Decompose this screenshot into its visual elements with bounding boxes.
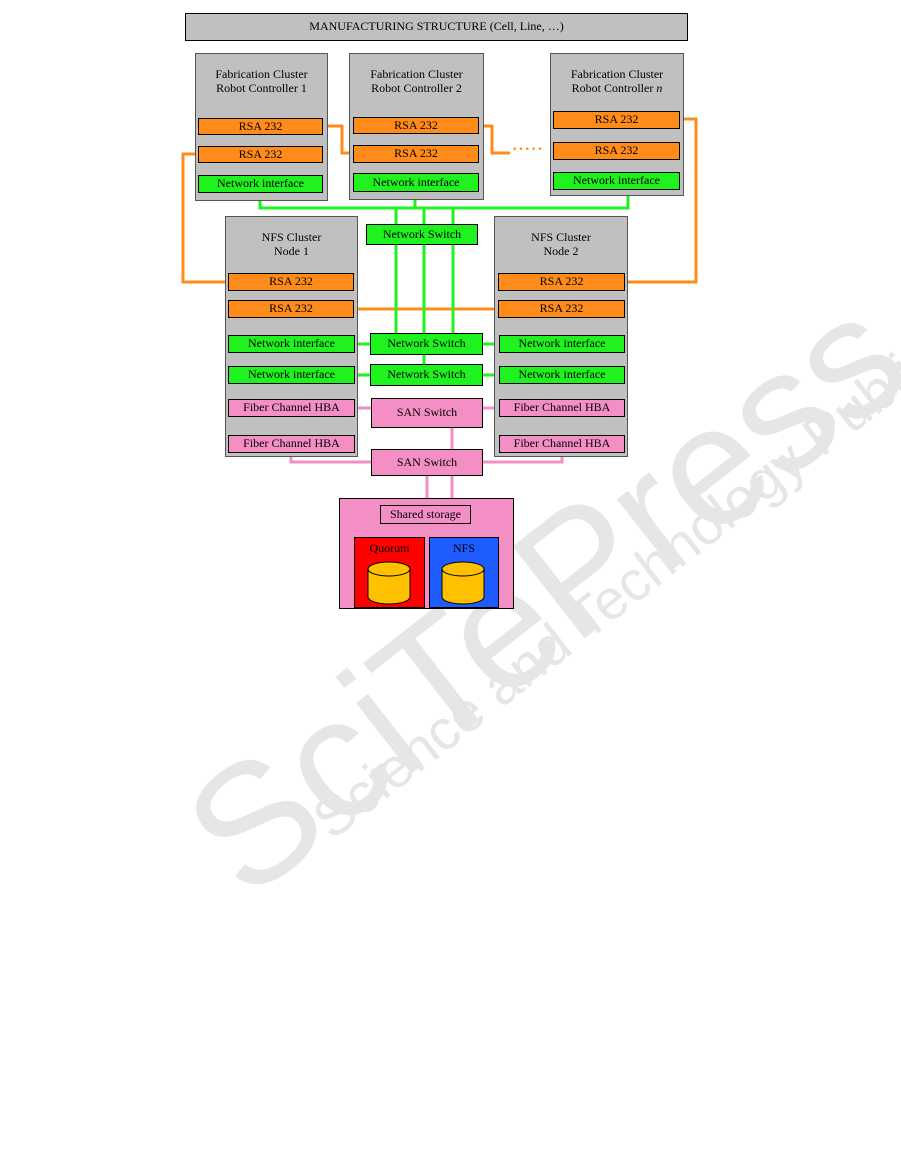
controller-ellipsis: ····· <box>512 141 544 158</box>
nfs2-fiber-channel-hba-1: Fiber Channel HBA <box>499 399 625 417</box>
controller-n-title-line1: Fabrication Cluster <box>570 67 664 81</box>
network-switch-top: Network Switch <box>366 224 478 245</box>
serial-link-rc2-dots <box>479 124 510 155</box>
controller-n-title-line2: Robot Controller n <box>571 80 663 95</box>
san-switch-1: SAN Switch <box>371 398 483 428</box>
shared-storage-label: Shared storage <box>380 505 471 524</box>
nfs1-network-interface-2: Network interface <box>228 366 355 384</box>
nfs2-fiber-channel-hba-2: Fiber Channel HBA <box>499 435 625 453</box>
rc2-rsa232-port-2: RSA 232 <box>353 145 479 163</box>
quorum-disk-icon <box>367 561 411 605</box>
rcn-network-interface: Network interface <box>553 172 680 190</box>
nfs1-rsa232-port-1: RSA 232 <box>228 273 354 291</box>
rc1-rsa232-port-1: RSA 232 <box>198 118 323 135</box>
controller-1-title-line1: Fabrication Cluster <box>215 67 308 81</box>
nfs1-fiber-channel-hba-1: Fiber Channel HBA <box>228 399 355 417</box>
serial-links <box>181 117 698 311</box>
rc1-network-interface: Network interface <box>198 175 323 193</box>
rc1-rsa232-port-2: RSA 232 <box>198 146 323 163</box>
nfs-node-2-title-line2: Node 2 <box>543 243 579 258</box>
nfs-node-2-title-line1: NFS Cluster <box>531 230 591 244</box>
controller-1-title-line2: Robot Controller 1 <box>216 80 307 95</box>
nfs-volume-label: NFS <box>452 541 475 555</box>
rc2-network-interface: Network interface <box>353 173 479 192</box>
serial-link-rc1-nfs2 <box>323 124 353 155</box>
nfs2-rsa232-port-2: RSA 232 <box>498 300 625 318</box>
nfs1-fiber-channel-hba-2: Fiber Channel HBA <box>228 435 355 453</box>
serial-link-rc1-nfs1 <box>181 152 227 284</box>
nfs2-rsa232-port-1: RSA 232 <box>498 273 625 291</box>
nfs2-network-interface-2: Network interface <box>499 366 625 384</box>
nfs-disk-icon <box>441 561 485 605</box>
network-switch-1: Network Switch <box>370 333 483 355</box>
rcn-rsa232-port-1: RSA 232 <box>553 111 680 129</box>
network-switch-2: Network Switch <box>370 364 483 386</box>
manufacturing-structure-header: MANUFACTURING STRUCTURE (Cell, Line, …) <box>185 13 688 41</box>
controller-2-title-line1: Fabrication Cluster <box>370 67 463 81</box>
nfs-node-1-title-line1: NFS Cluster <box>261 230 322 244</box>
controller-n-index: n <box>656 80 663 95</box>
nfs2-network-interface-1: Network interface <box>499 335 625 353</box>
quorum-label: Quorum <box>369 541 410 555</box>
controller-2-title-line2: Robot Controller 2 <box>371 80 462 95</box>
san-switch-2: SAN Switch <box>371 449 483 476</box>
rc2-rsa232-port-1: RSA 232 <box>353 117 479 134</box>
rcn-rsa232-port-2: RSA 232 <box>553 142 680 160</box>
nfs1-network-interface-1: Network interface <box>228 335 355 353</box>
nfs-node-1-title-line2: Node 1 <box>274 243 309 258</box>
nfs1-rsa232-port-2: RSA 232 <box>228 300 354 318</box>
serial-link-rcn-nfs2 <box>626 117 698 284</box>
